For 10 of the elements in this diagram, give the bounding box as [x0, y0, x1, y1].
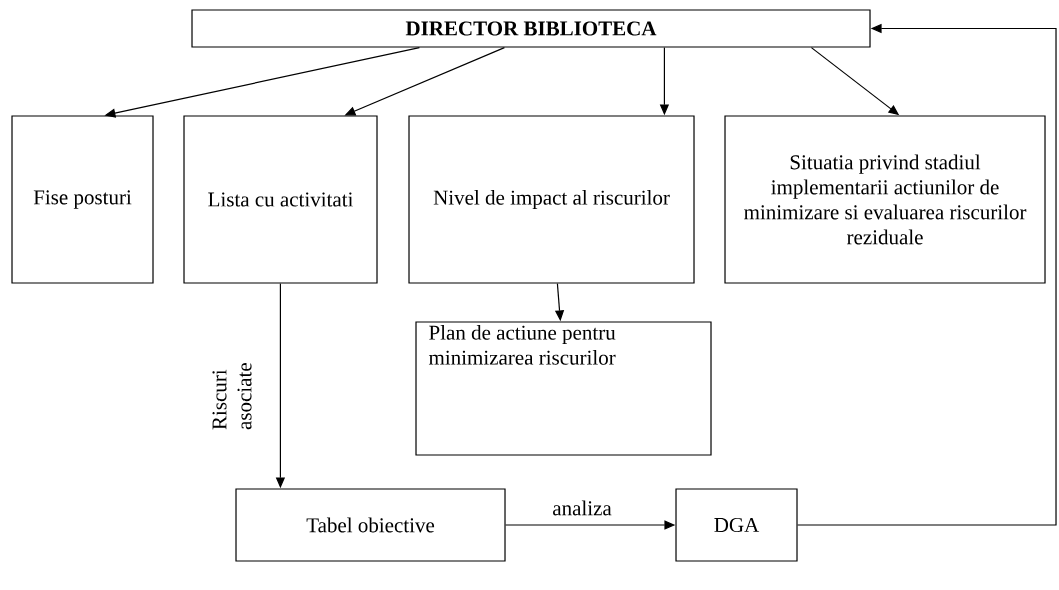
text-box: Lista cu activitati — [183, 115, 378, 284]
text-box: Situatia privind stadiul implementarii actiunilor de minimizare si evaluarea riscurilor reziduale — [724, 115, 1046, 284]
text-box: Plan de actiune pentru minimizarea riscurilor — [415, 321, 712, 456]
text-box: DIRECTOR BIBLIOTECA — [191, 9, 871, 48]
text-box: DGA — [675, 488, 798, 562]
text-box: Nivel de impact al riscurilor — [408, 115, 695, 284]
edge-label: Riscuri asociate — [211, 339, 253, 431]
edge-label: analiza — [551, 499, 613, 517]
text-box: Fise posturi — [11, 115, 154, 284]
text-box: Tabel obiective — [235, 488, 506, 562]
